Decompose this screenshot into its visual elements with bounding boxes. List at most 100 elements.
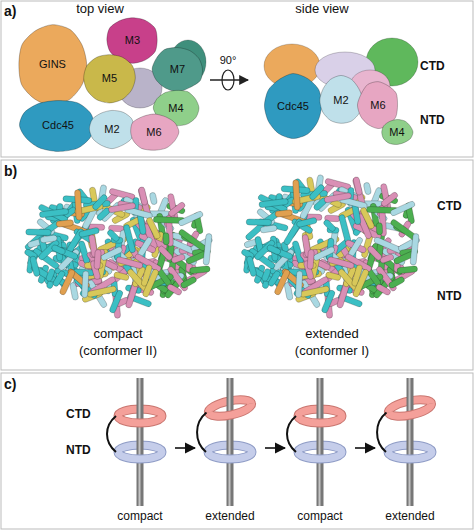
ring-band <box>388 452 432 459</box>
ring-edge <box>118 452 162 459</box>
linker-line <box>377 413 386 452</box>
state-label: compact <box>93 327 142 342</box>
helix-cylinder <box>338 214 351 243</box>
helix-body <box>39 208 69 218</box>
helix-cylinder <box>260 225 277 233</box>
subunit-blob: M6 <box>128 112 180 152</box>
node-text: M2 <box>104 123 119 136</box>
transition-arrow <box>355 447 375 449</box>
subunit-blob: M5 <box>82 52 137 104</box>
helix-cylinder <box>296 217 317 228</box>
node-text: M5 <box>102 72 117 85</box>
helix-cylinder <box>363 182 371 195</box>
node-text: extended <box>385 510 434 524</box>
subunit-blob: Cdc45 <box>18 98 98 153</box>
helix-body <box>295 271 302 298</box>
helix-body <box>259 198 289 208</box>
helix-cylinder <box>40 235 57 243</box>
linker-line <box>197 413 206 452</box>
subunit-blob: M4 <box>380 118 414 146</box>
state-label: (conformer II) <box>79 344 157 359</box>
panel-letter: b) <box>4 163 17 179</box>
helix-body <box>274 269 291 296</box>
helix-body <box>74 190 82 221</box>
ring-illustration <box>108 378 172 524</box>
helix-cylinder <box>82 271 89 298</box>
helix-body <box>266 244 281 256</box>
helix-cylinder <box>108 202 136 213</box>
helix-body <box>367 245 383 262</box>
helix-cylinder <box>390 200 416 216</box>
helix-body <box>167 201 186 217</box>
helix-body <box>109 289 124 313</box>
helix-body <box>261 268 271 282</box>
view-title: side view <box>295 2 348 17</box>
node-text: M4 <box>168 102 183 115</box>
ring-illustration <box>378 378 442 524</box>
ring-band <box>298 452 342 459</box>
helix-cylinder <box>149 192 157 205</box>
helix-body <box>307 249 314 269</box>
helix-body <box>180 276 197 289</box>
helix-body <box>390 200 416 216</box>
helix-cylinder <box>388 276 405 289</box>
node-text: M4 <box>389 126 404 139</box>
helix-cylinder <box>299 286 329 298</box>
panel-frame <box>1 1 473 157</box>
helix-body <box>376 223 383 235</box>
helix-body <box>108 202 136 213</box>
helix-body <box>56 220 74 228</box>
helix-cylinder <box>321 289 336 313</box>
helix-cylinder <box>189 266 210 274</box>
helix-body <box>321 289 336 313</box>
helix-cylinder <box>142 268 159 297</box>
helix-cylinder <box>275 210 293 218</box>
domain-label: CTD <box>437 200 462 214</box>
helix-body <box>338 214 351 243</box>
helix-cylinder <box>246 256 257 277</box>
ring-band <box>208 452 252 459</box>
node-text: Cdc45 <box>42 119 74 132</box>
node-text: GINS <box>39 58 66 71</box>
blob-fill <box>19 101 94 152</box>
helix-cylinder <box>323 219 337 233</box>
dna-highlight <box>139 378 141 506</box>
helix-body <box>106 229 120 243</box>
blob-fill <box>264 73 321 138</box>
helix-body <box>45 268 55 282</box>
helix-body <box>275 210 293 218</box>
node-text: M2 <box>333 94 348 107</box>
helix-body <box>363 182 371 195</box>
ring-front <box>118 416 162 423</box>
ring-front <box>208 403 252 419</box>
blob-fill <box>152 48 202 92</box>
helicase-state: extended <box>378 378 442 524</box>
helix-body <box>380 191 399 207</box>
ring-band <box>298 416 342 423</box>
protein-cartoon <box>24 174 421 318</box>
helix-cylinder <box>178 210 204 226</box>
helix-cylinder <box>203 233 212 265</box>
node-text: compact <box>297 510 342 524</box>
subunit-blob: GINS <box>15 22 90 107</box>
state-label: (conformer I) <box>295 344 369 359</box>
helix-cylinder <box>380 191 399 207</box>
ring-front <box>388 403 432 419</box>
helix-cylinder <box>138 186 148 205</box>
domain-label: CTD <box>66 408 91 422</box>
helix-body <box>203 233 212 265</box>
node-text: extended <box>205 510 254 524</box>
helix-cylinder <box>59 269 76 296</box>
ring-band <box>388 403 432 419</box>
panel-frame <box>1 160 473 370</box>
transition-arrow <box>175 447 195 449</box>
helix-body <box>51 244 66 256</box>
dna-highlight <box>319 378 321 506</box>
helix-cylinder <box>106 229 120 243</box>
rotation-angle: 90° <box>220 54 237 67</box>
helix-body <box>87 286 117 298</box>
node-text: M6 <box>146 126 161 139</box>
helix-cylinder <box>324 192 352 203</box>
helix-body <box>246 256 257 277</box>
helix-body <box>29 256 40 277</box>
